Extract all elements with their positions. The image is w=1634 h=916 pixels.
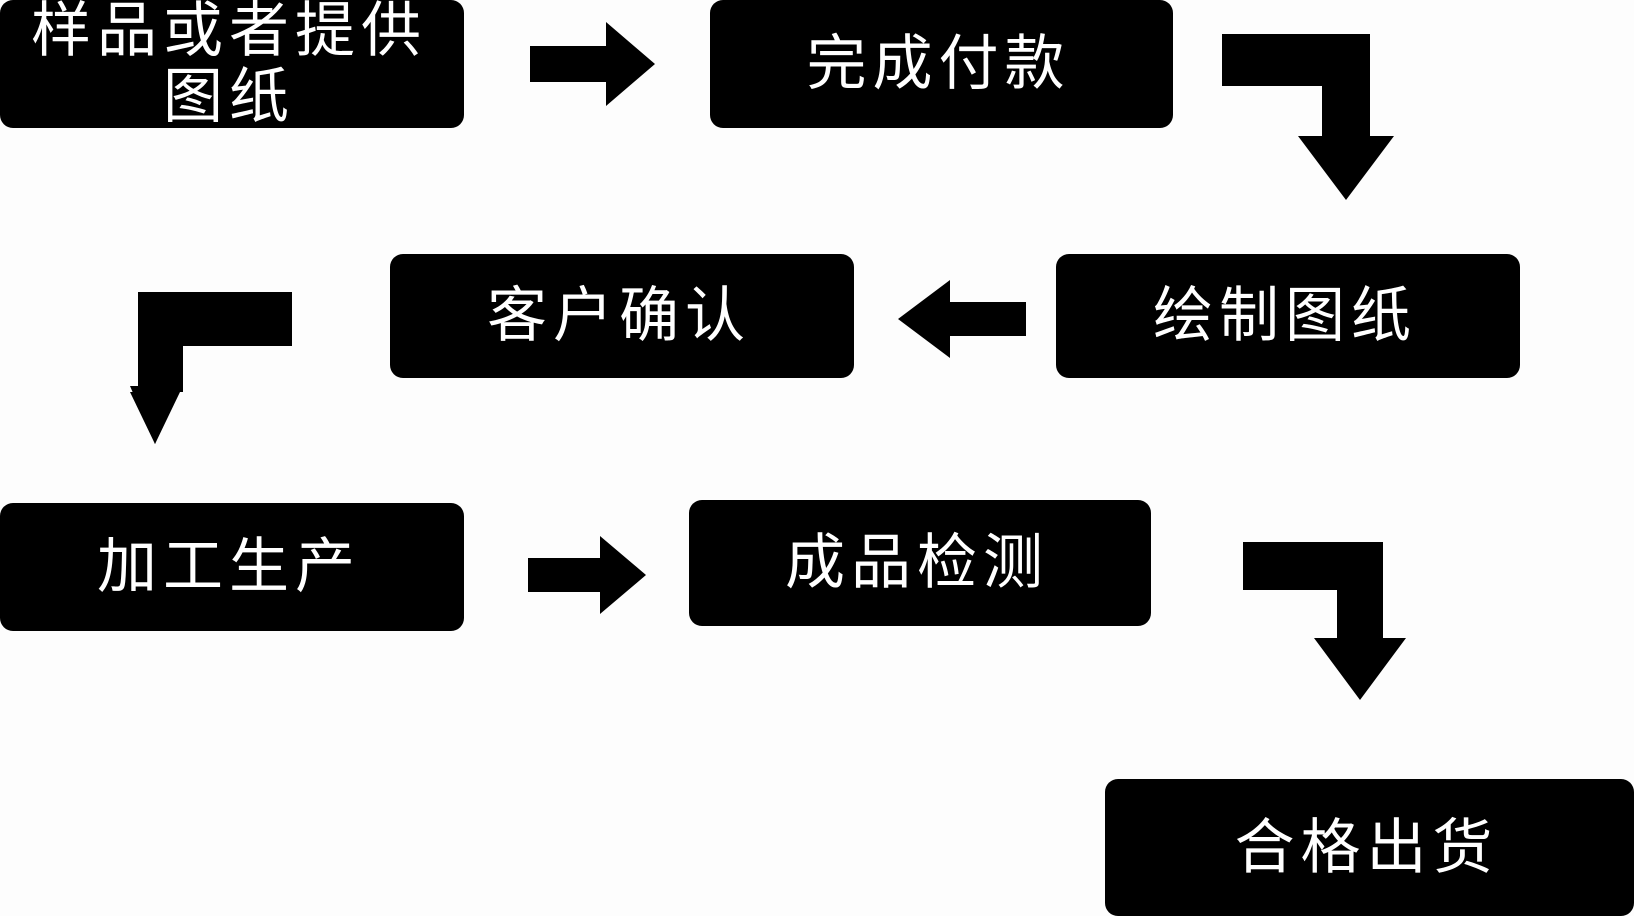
flow-node-payment[interactable]: 完成付款: [710, 0, 1173, 128]
flow-node-shipment-label: 合格出货: [1234, 813, 1499, 881]
flow-node-production[interactable]: 加工生产: [0, 503, 464, 631]
flow-node-production-label: 加工生产: [97, 533, 361, 600]
arrow-elbow-right-down-icon-payment-to-drawing: [1222, 34, 1394, 200]
flow-node-confirm-label: 客户确认: [487, 282, 751, 349]
flow-node-shipment[interactable]: 合格出货: [1105, 779, 1634, 916]
arrow-elbow-right-down-icon-inspection-to-shipment: [1243, 542, 1406, 700]
arrow-right-icon-sample-to-payment: [530, 22, 655, 106]
arrow-left-icon-drawing-to-confirm: [898, 280, 1026, 358]
flow-node-drawing-label: 绘制图纸: [1153, 282, 1417, 349]
arrow-elbow-left-down-icon-confirm-to-production: [130, 292, 292, 444]
flow-node-inspection[interactable]: 成品检测: [689, 500, 1151, 626]
flow-node-payment-label: 完成付款: [806, 30, 1071, 97]
flow-node-confirm[interactable]: 客户确认: [390, 254, 854, 378]
flow-node-drawing[interactable]: 绘制图纸: [1056, 254, 1520, 378]
arrow-right-icon-production-to-inspection: [528, 536, 646, 614]
flow-node-sample[interactable]: 样品或者提供图纸: [0, 0, 464, 130]
flow-node-sample-label: 样品或者提供图纸: [31, 0, 427, 130]
flow-node-inspection-label: 成品检测: [785, 529, 1049, 596]
